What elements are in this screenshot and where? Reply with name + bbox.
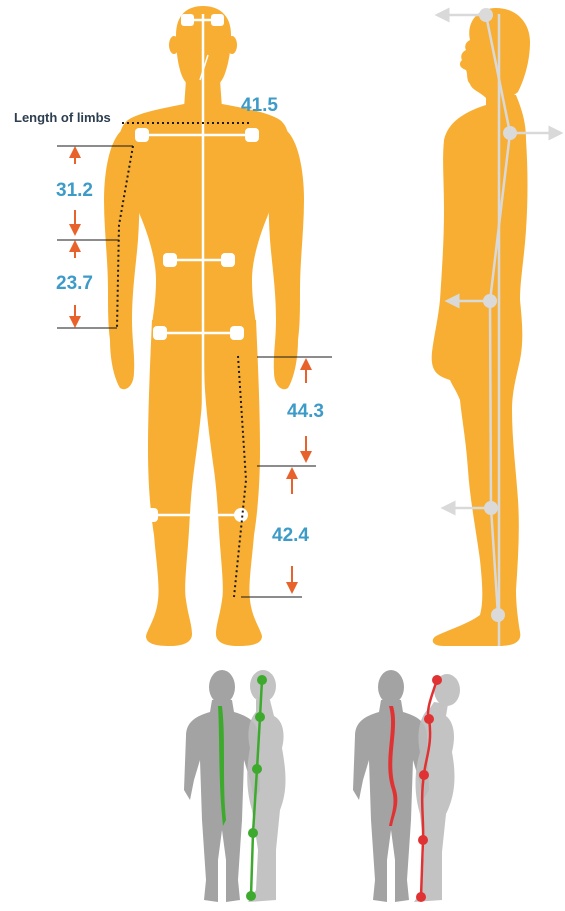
good-posture-illustration <box>184 670 286 902</box>
upper-arm-value: 31.2 <box>56 180 93 201</box>
forearm-value: 23.7 <box>56 273 93 294</box>
shoulder-width-value: 41.5 <box>241 95 278 116</box>
shin-value: 42.4 <box>272 525 309 546</box>
bad-posture-illustration <box>353 670 460 902</box>
length-of-limbs-label: Length of limbs <box>14 110 111 125</box>
thigh-value: 44.3 <box>287 401 324 422</box>
side-body-silhouette <box>432 8 530 646</box>
